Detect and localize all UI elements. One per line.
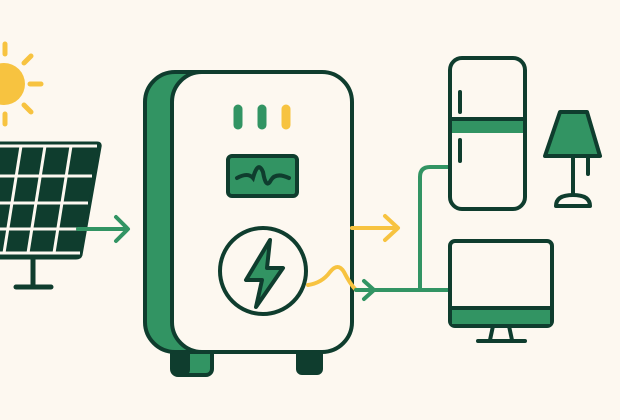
refrigerator-icon xyxy=(448,56,527,211)
solar-panel-icon xyxy=(0,141,102,290)
input-arrow xyxy=(76,215,130,243)
cable-wave xyxy=(306,265,358,292)
lightning-bolt-icon xyxy=(244,238,285,309)
appliance-connection xyxy=(354,165,452,301)
monitor-icon xyxy=(448,239,554,343)
indicator-lights xyxy=(233,104,291,130)
waveform-icon xyxy=(226,154,299,198)
lamp-icon xyxy=(543,110,602,208)
ac-output-arrow xyxy=(350,214,400,242)
sun-icon xyxy=(0,41,44,127)
power-station-icon xyxy=(143,70,354,377)
